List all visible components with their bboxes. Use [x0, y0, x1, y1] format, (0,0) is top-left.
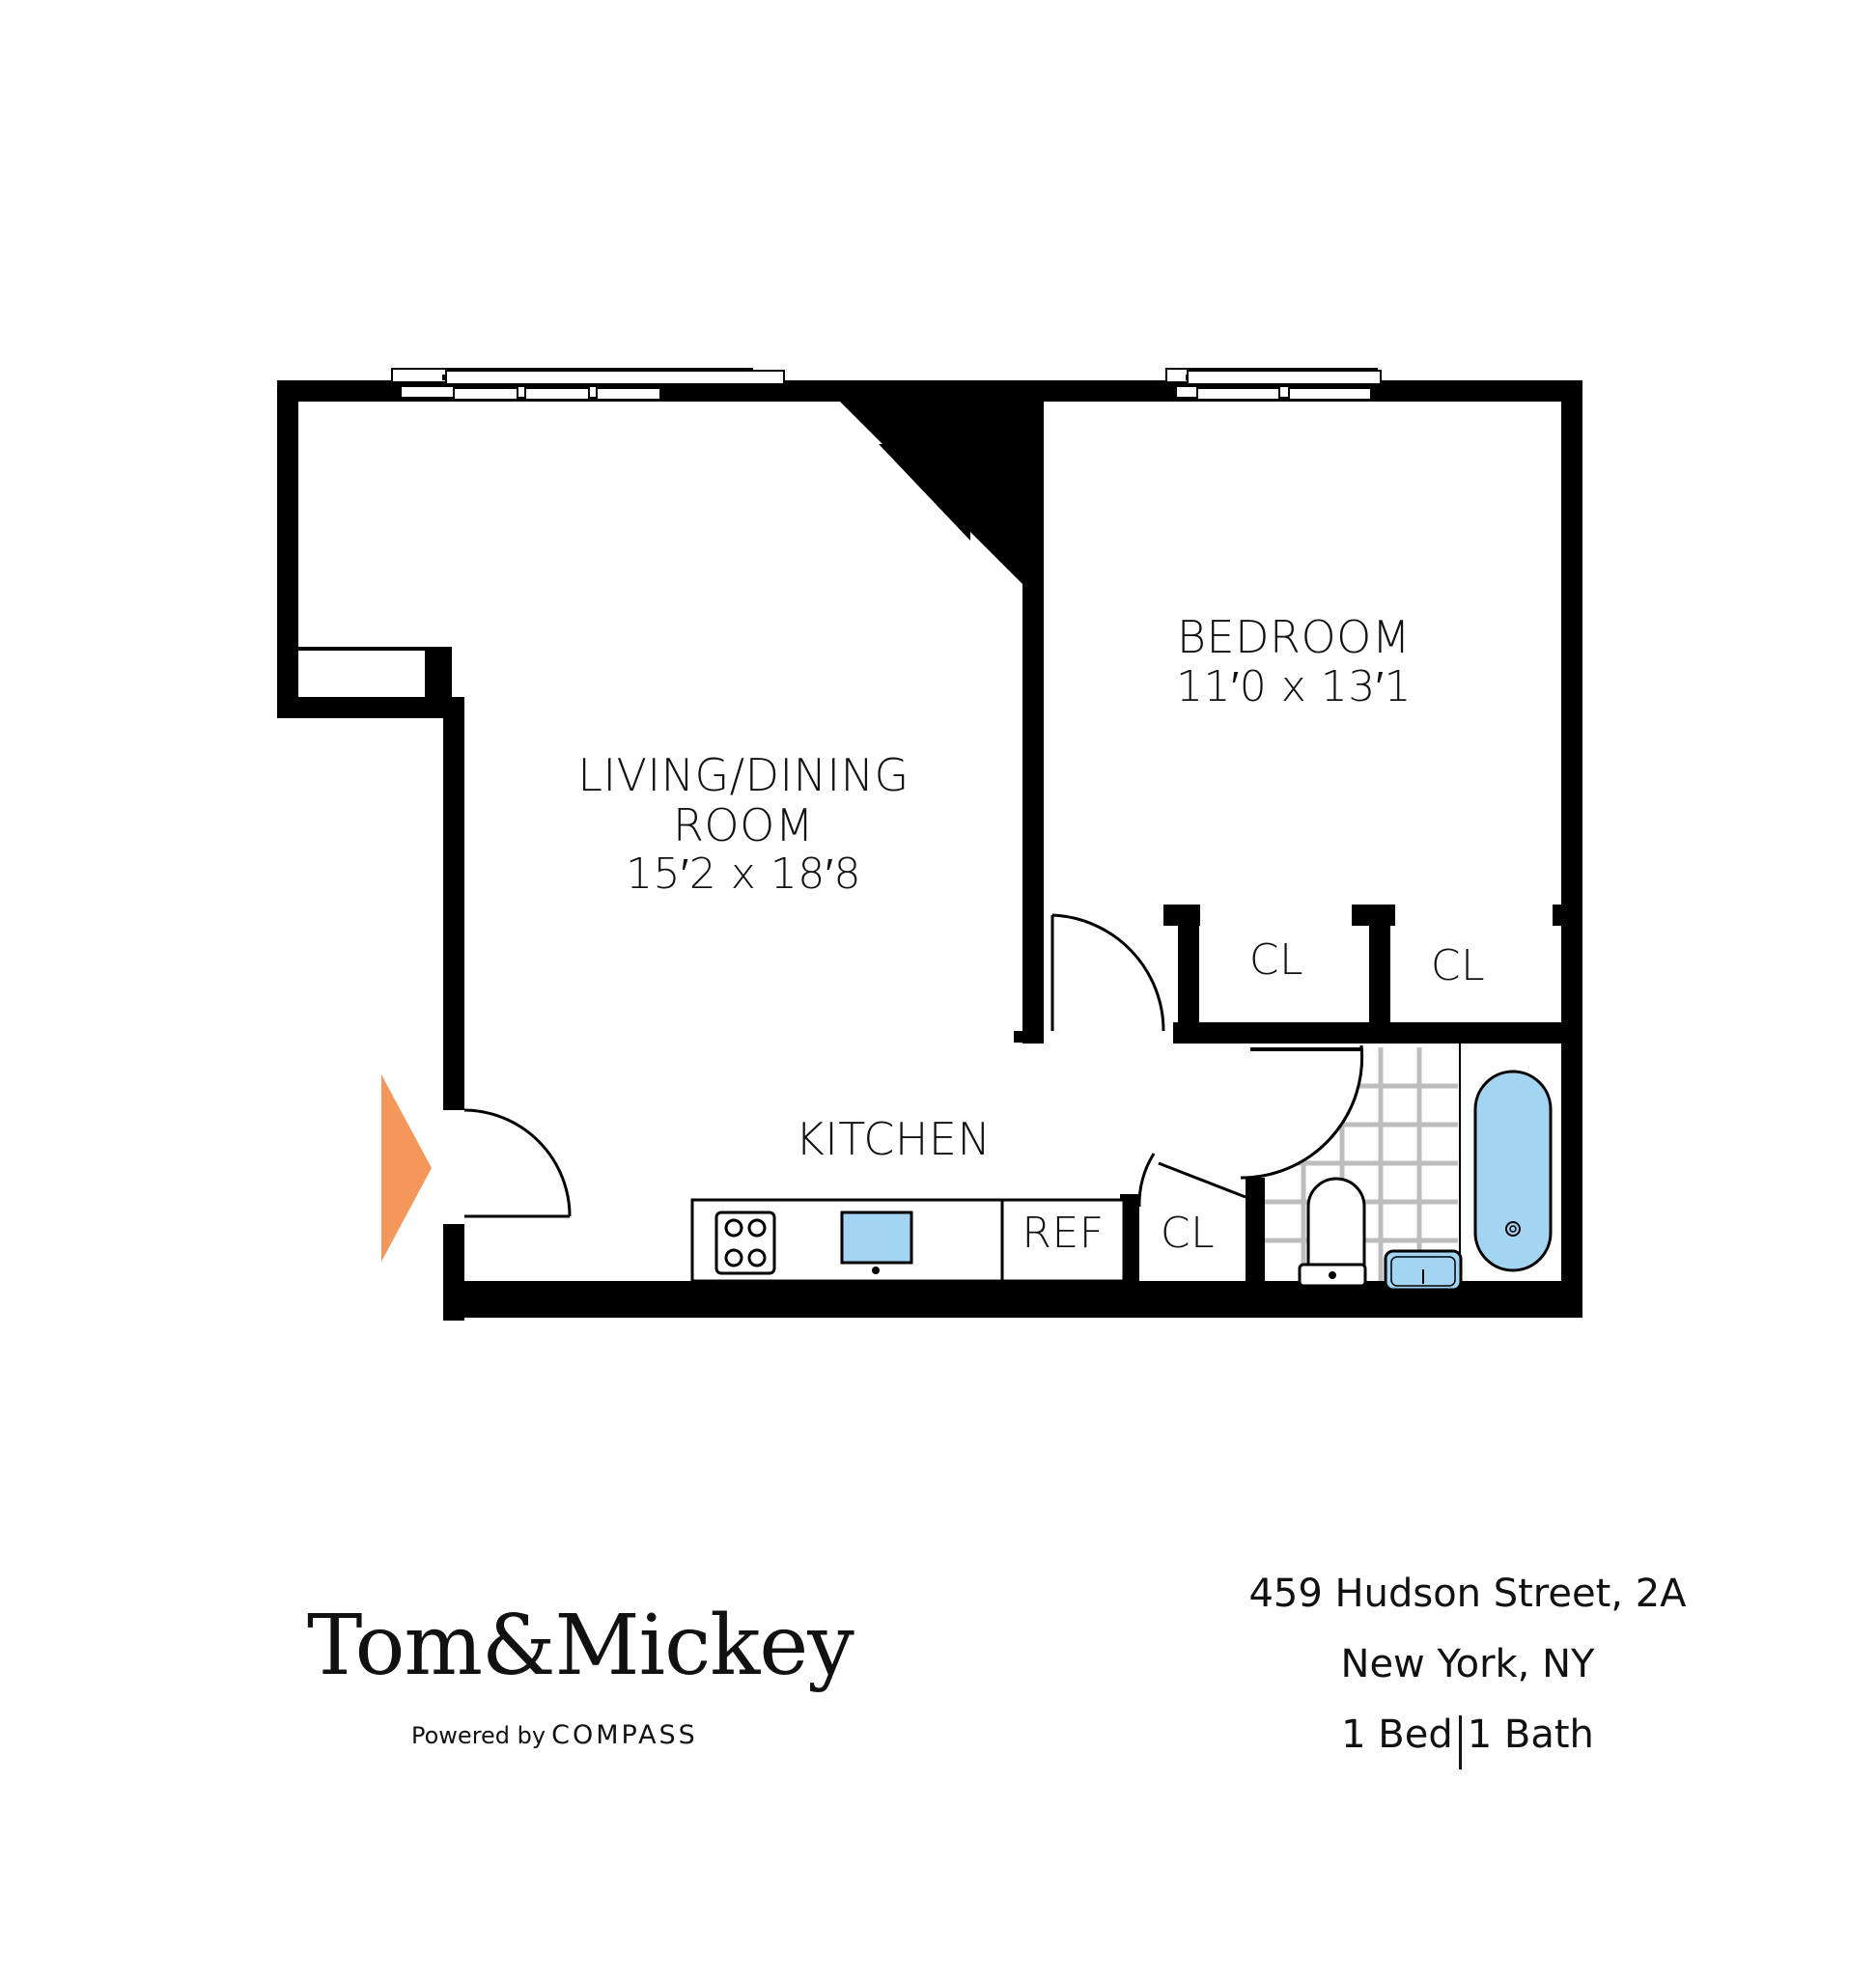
closet-label: CL [1160, 1209, 1216, 1258]
brand-logo: Tom&Mickey [307, 1598, 854, 1694]
compass-logo: COMPASS [551, 1720, 698, 1750]
refrigerator-label: REF [1022, 1209, 1105, 1258]
listing-beds-baths: 1 Bed 1 Bath [1197, 1700, 1738, 1770]
toilet-icon [1298, 1177, 1367, 1288]
bathroom-sink-icon [1384, 1249, 1463, 1292]
bedroom-label: BEDROOM 11′0 x 13′1 [1176, 611, 1412, 711]
living-room-label: LIVING/DINING ROOM 15′2 x 18′8 [577, 749, 910, 900]
closet-label: CL [1430, 941, 1486, 990]
entry-arrow-icon [381, 1074, 432, 1262]
kitchen-label: KITCHEN [795, 1113, 992, 1165]
baths-count: 1 Bath [1467, 1712, 1594, 1757]
beds-count: 1 Bed [1341, 1712, 1453, 1757]
door-swings [463, 913, 1364, 1218]
listing-city: New York, NY [1340, 1642, 1595, 1686]
separator [1458, 1715, 1462, 1769]
bathtub-icon [1473, 1070, 1553, 1272]
powered-by-label: Powered by [411, 1722, 546, 1749]
kitchen-sink-icon [840, 1211, 913, 1274]
listing-info: 459 Hudson Street, 2A New York, NY 1 Bed… [1197, 1559, 1738, 1770]
closet-label: CL [1248, 935, 1304, 985]
stove-icon [714, 1211, 776, 1275]
listing-address: 459 Hudson Street, 2A [1248, 1572, 1687, 1616]
walls [277, 380, 1582, 1321]
